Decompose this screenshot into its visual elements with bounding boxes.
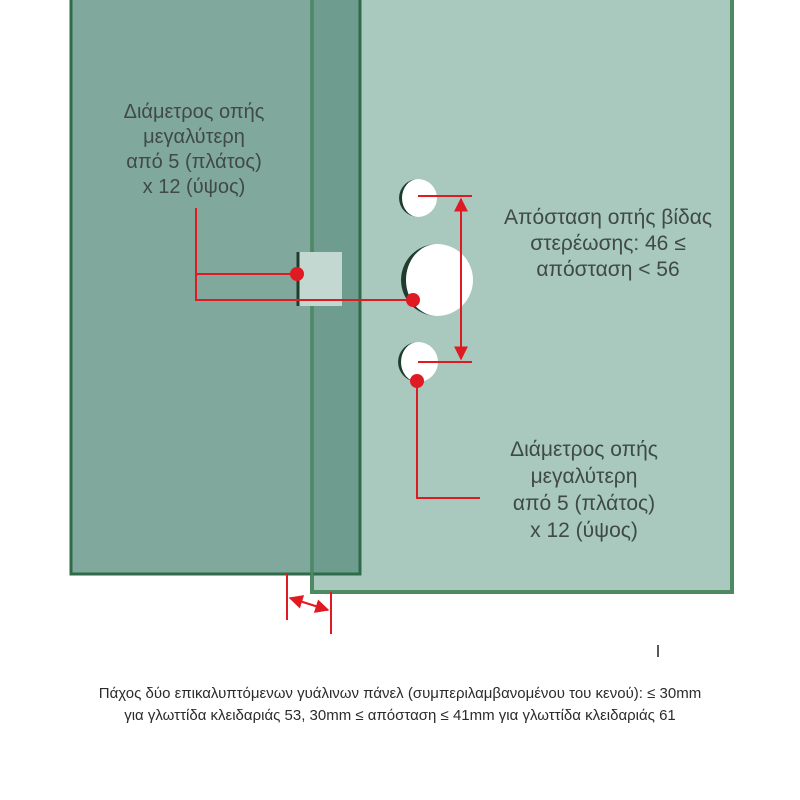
marker-slot <box>290 267 304 281</box>
bottom-label-line-1: Διάμετρος οπής <box>510 438 658 461</box>
hole-top <box>399 179 437 217</box>
thickness-caption: Πάχος δύο επικαλυπτόμενων γυάλινων πάνελ… <box>0 683 800 727</box>
bottom-label-line-2: μεγαλύτερη <box>530 465 638 488</box>
screw-distance-label: Απόσταση οπής βίδας στερέωσης: 46 ≤ απόσ… <box>468 205 748 283</box>
bottom-hole-label: Διάμετρος οπής μεγαλύτερη από 5 (πλάτος)… <box>464 436 704 544</box>
bottom-label-line-4: x 12 (ύψος) <box>530 519 638 542</box>
caption-line-2: για γλωττίδα κλειδαριάς 53, 30mm ≤ απόστ… <box>124 707 676 724</box>
thickness-arrow <box>288 595 330 613</box>
left-label-line-4: x 12 (ύψος) <box>142 176 246 198</box>
left-label-line-3: από 5 (πλάτος) <box>126 151 262 173</box>
bottom-label-line-3: από 5 (πλάτος) <box>512 492 656 515</box>
distance-label-line-2: στερέωσης: 46 ≤ <box>530 232 686 255</box>
distance-label-line-1: Απόσταση οπής βίδας <box>504 206 712 229</box>
left-label-leader <box>195 208 413 301</box>
distance-label-line-3: απόσταση < 56 <box>536 258 680 281</box>
left-label-line-2: μεγαλύτερη <box>143 126 245 148</box>
slot-cutout <box>298 252 342 306</box>
left-label-line-1: Διάμετρος οπής <box>123 101 265 123</box>
caption-line-1: Πάχος δύο επικαλυπτόμενων γυάλινων πάνελ… <box>98 685 702 702</box>
left-hole-label: Διάμετρος οπής μεγαλύτερη από 5 (πλάτος)… <box>84 100 304 200</box>
marker-middle-hole <box>406 293 420 307</box>
bottom-label-leader <box>416 381 480 499</box>
front-glass-panel <box>310 0 734 594</box>
